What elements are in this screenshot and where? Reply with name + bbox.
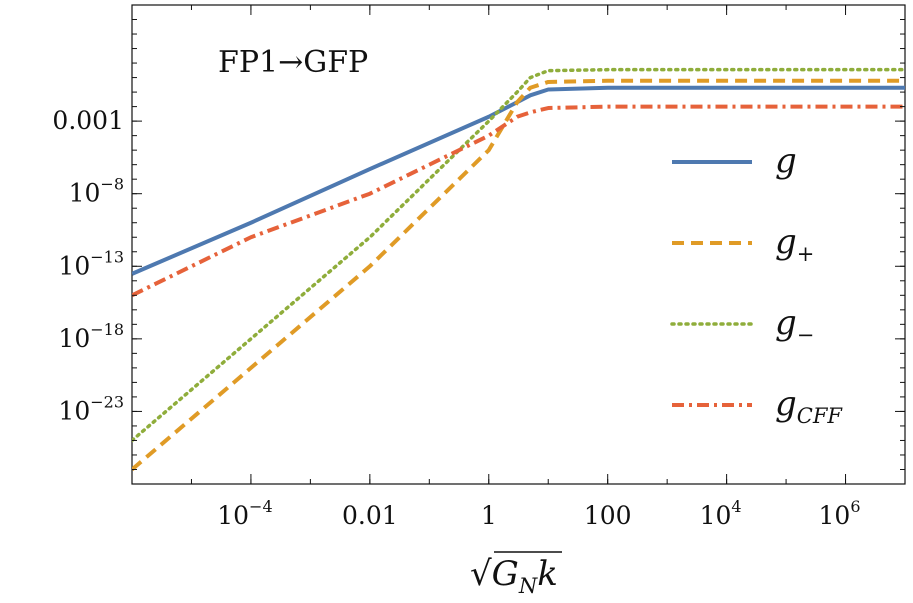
legend-label: g xyxy=(775,141,797,181)
x-tick-label: 106 xyxy=(819,497,861,530)
legend-label: g+ xyxy=(775,222,814,266)
y-tick-label: 10−23 xyxy=(58,392,124,425)
y-tick-label: 0.001 xyxy=(52,106,124,135)
legend-label: g− xyxy=(775,303,814,347)
x-tick-label: 104 xyxy=(700,497,742,530)
series-lines xyxy=(132,67,905,472)
axis-ticks: 10−4 0.01 1 100 104 106 0.001 10−8 10−13 10−18 10−… xyxy=(52,4,906,530)
x-axis-label: √GNk xyxy=(470,554,558,598)
x-tick-label: 1 xyxy=(481,501,497,530)
series-line-g− xyxy=(132,67,905,443)
axis-labels: FP1→GFP √GNk xyxy=(218,45,562,598)
y-tick-label: 10−8 xyxy=(69,175,124,208)
series-line-gCFF xyxy=(132,104,905,298)
x-tick-label: 100 xyxy=(584,501,632,530)
y-tick-label: 10−13 xyxy=(58,247,124,280)
series-line-g+ xyxy=(132,78,905,472)
x-tick-label: 0.01 xyxy=(342,501,398,530)
legend: g g+ g− gCFF xyxy=(670,141,843,428)
plot-area-border xyxy=(131,4,906,485)
x-tick-label: 10−4 xyxy=(217,497,272,530)
legend-label: gCFF xyxy=(775,384,843,428)
y-tick-label: 10−18 xyxy=(58,320,124,353)
plot-frame xyxy=(131,4,906,485)
chart-annotation: FP1→GFP xyxy=(218,45,368,80)
